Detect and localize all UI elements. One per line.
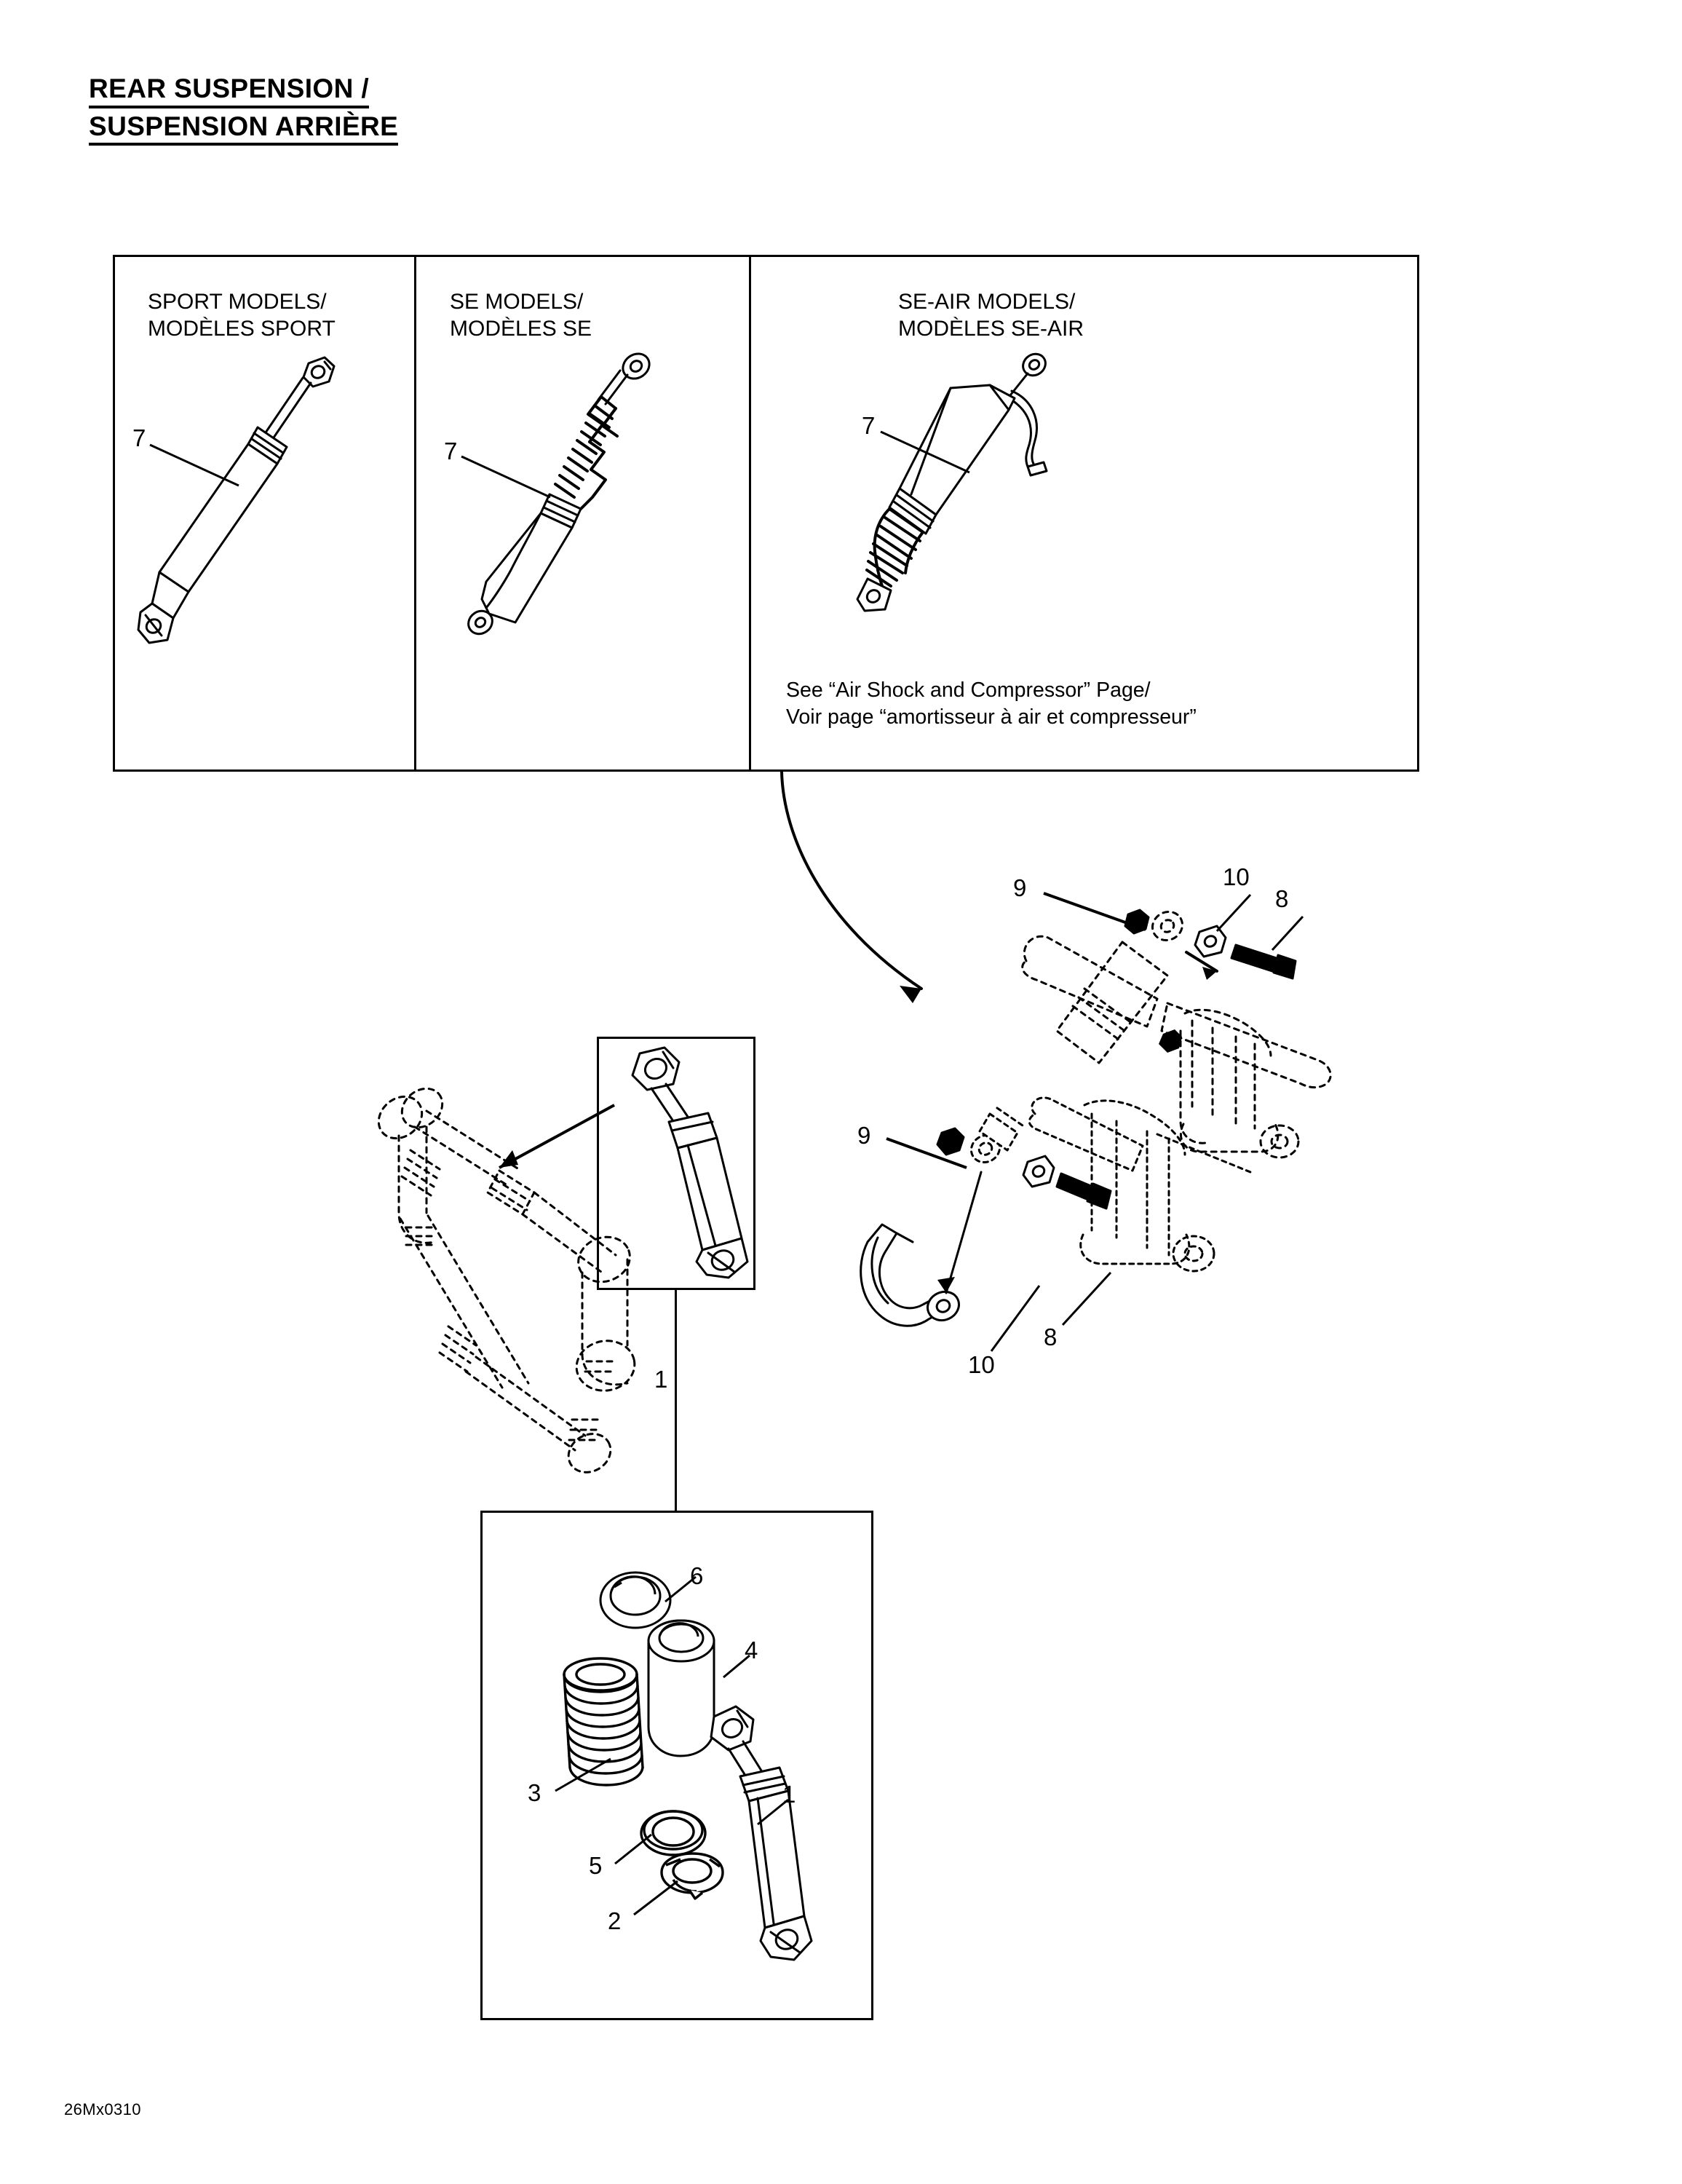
panel-sport-models: SPORT MODELS/ MODÈLES SPORT (115, 257, 416, 769)
callout-7-se: 7 (444, 438, 458, 464)
page-title-line-2: SUSPENSION ARRIÈRE (89, 111, 399, 146)
leader-line-3 (555, 1757, 611, 1792)
eyelet-lower (467, 609, 493, 636)
air-hose (1004, 389, 1048, 477)
leader-line-10-upper (1215, 893, 1252, 933)
callout-10-upper: 10 (1223, 863, 1250, 890)
callout-7-se-air: 7 (862, 412, 876, 439)
panel-se-models: SE MODELS/ MODÈLES SE (416, 257, 751, 769)
curved-reference-arrow (780, 770, 923, 1003)
rear-suspension-frame-assembly (357, 1041, 764, 1492)
leader-line-8-lower (1061, 1271, 1112, 1326)
leader-line-6 (665, 1575, 697, 1603)
detail-callout-arrow (499, 1104, 615, 1169)
callout-3: 3 (528, 1779, 542, 1806)
callout-7-sport: 7 (132, 424, 146, 451)
nut-part-9-lower (936, 1127, 965, 1156)
leader-line-7-se (461, 455, 551, 499)
eyelet-upper (710, 1705, 755, 1752)
callout-9-upper: 9 (1013, 874, 1027, 901)
panel-sport-heading: SPORT MODELS/ MODÈLES SPORT (148, 290, 336, 341)
se-shock-illustration (445, 352, 686, 657)
callout-8-lower: 8 (1044, 1324, 1058, 1350)
shock-upper-eye (1151, 910, 1184, 942)
suspension-bracket (860, 1223, 960, 1327)
page-title: REAR SUSPENSION / SUSPENSION ARRIÈRE (89, 73, 399, 146)
leader-line-9-lower (886, 1137, 967, 1169)
callout-5: 5 (589, 1852, 603, 1879)
page-title-line-1: REAR SUSPENSION / (89, 73, 370, 108)
leader-line-8-upper (1271, 915, 1304, 951)
bolt-part-8-lower (1055, 1172, 1112, 1210)
detail-box-shock-assembly (597, 1037, 755, 1290)
panel-se-air-note: See “Air Shock and Compressor” Page/ Voi… (786, 678, 1197, 729)
leader-line-4 (723, 1654, 750, 1679)
eyelet-lower (695, 1237, 749, 1279)
callout-2: 2 (608, 1907, 622, 1934)
eyelet-lower (759, 1915, 813, 1961)
leader-line-5 (614, 1833, 652, 1865)
eyelet-upper (622, 352, 651, 380)
bellows-section (865, 507, 924, 587)
eyelet-upper (1022, 352, 1047, 377)
leader-line-7-se-air (880, 430, 970, 474)
callout-9-lower: 9 (857, 1122, 871, 1149)
coil-spring-section (554, 395, 619, 510)
sport-shock-illustration (130, 352, 370, 657)
part-1-shock-absorber (710, 1705, 813, 1961)
shock-lower-eye (969, 1107, 1026, 1164)
hardware-group-lower (852, 1092, 1259, 1354)
leader-line-7-sport (149, 443, 239, 487)
variant-panels-container: SPORT MODELS/ MODÈLES SPORT (113, 255, 1419, 772)
connector-line-detail-to-exploded (675, 1290, 677, 1511)
bolt-part-8 (1230, 943, 1297, 980)
part-4-sleeve (647, 1619, 715, 1757)
footer-page-code: 26Mx0310 (64, 2100, 141, 2118)
eyelet-upper (631, 1046, 681, 1091)
part-5-washer-ring (640, 1810, 707, 1856)
panel-se-air-models: SE-AIR MODELS/ MODÈLES SE-AIR (751, 257, 1417, 769)
callout-1-connector: 1 (650, 1364, 673, 1396)
part-6-spring-cup (599, 1571, 672, 1629)
exploded-view-box: 6 4 3 5 2 (480, 1511, 873, 2020)
spacer-part-10 (1194, 925, 1227, 958)
leader-line-1-exploded (757, 1798, 789, 1826)
panel-se-heading: SE MODELS/ MODÈLES SE (450, 290, 592, 341)
panel-se-air-heading: SE-AIR MODELS/ MODÈLES SE-AIR (898, 290, 1084, 341)
callout-6: 6 (690, 1562, 704, 1589)
callout-1-exploded: 1 (782, 1781, 796, 1808)
callout-10-lower: 10 (968, 1351, 995, 1378)
callout-8-upper: 8 (1275, 885, 1289, 912)
eyelet-lower (856, 577, 892, 612)
leader-line-9-upper (1043, 892, 1146, 931)
leader-line-10-lower (990, 1285, 1041, 1352)
part-3-coil-spring (563, 1657, 644, 1787)
se-air-shock-illustration (853, 343, 1144, 634)
leader-line-2 (633, 1880, 678, 1916)
spacer-part-10-lower (1022, 1155, 1055, 1188)
eyelet-upper (302, 356, 336, 388)
eyelet-lower (137, 602, 175, 644)
